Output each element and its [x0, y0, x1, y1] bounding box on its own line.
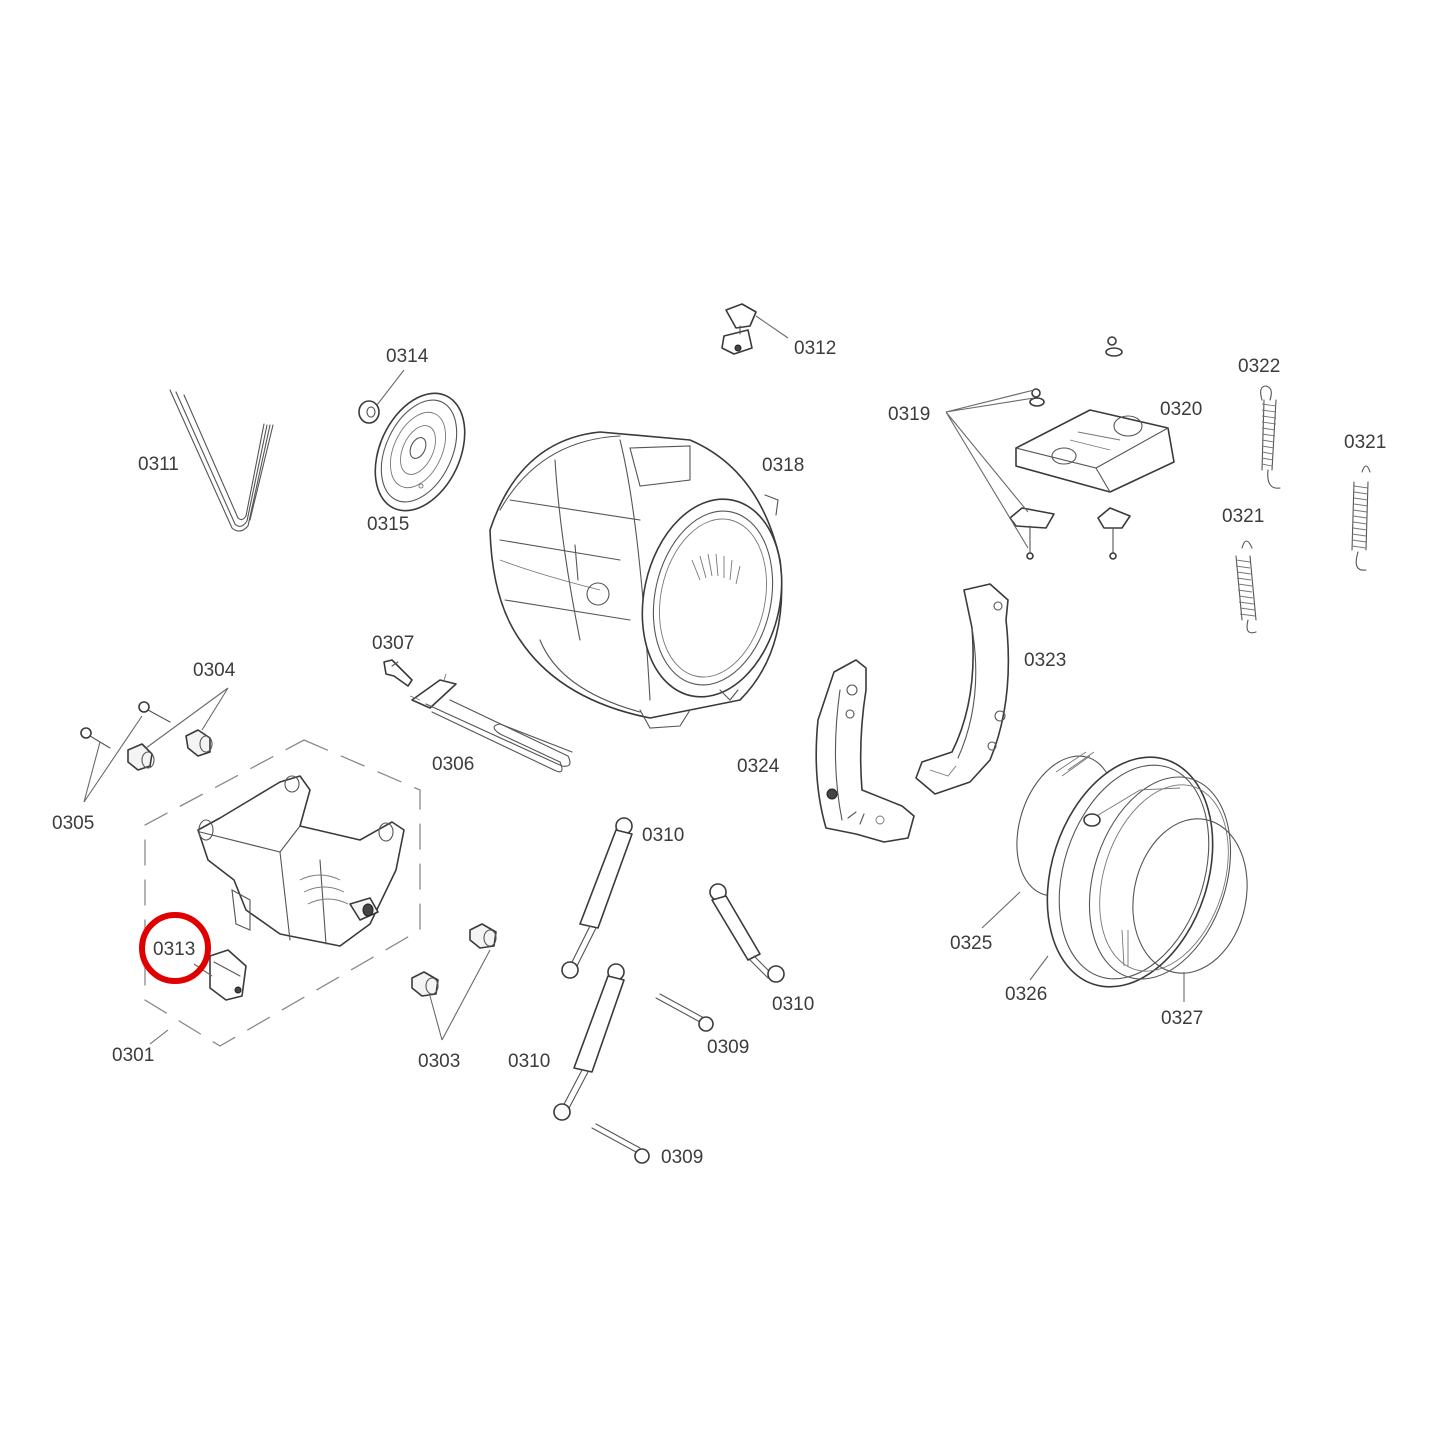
part-label-0319: 0319	[888, 404, 930, 425]
part-label-0318: 0318	[762, 455, 804, 476]
sensor-icon	[383, 659, 413, 687]
highlight-circle	[139, 912, 211, 984]
spring-icon	[1351, 465, 1371, 571]
spring-icon	[1260, 385, 1281, 489]
part-label-0320: 0320	[1160, 399, 1202, 420]
bushing-icon	[411, 923, 497, 997]
motor-assembly-boundary	[144, 739, 421, 1047]
bracket-left-icon	[815, 659, 915, 843]
screw-set-icon	[1009, 336, 1131, 560]
part-label-0324: 0324	[737, 756, 780, 777]
bolt-icon	[655, 993, 714, 1032]
part-label-0311: 0311	[138, 454, 179, 475]
part-label-0321-a: 0321	[1344, 432, 1386, 453]
part-label-0310-a: 0310	[642, 825, 684, 846]
pulley-icon	[374, 392, 466, 512]
part-label-0310-b: 0310	[772, 994, 814, 1015]
part-label-0314: 0314	[386, 346, 429, 367]
part-label-0309-b: 0309	[661, 1147, 703, 1168]
part-label-0309-a: 0309	[707, 1037, 749, 1058]
part-label-0312: 0312	[794, 338, 836, 359]
clip-icon	[721, 303, 757, 355]
heating-element-icon	[409, 673, 573, 773]
nut-icon	[358, 400, 380, 424]
part-label-0315: 0315	[367, 514, 409, 535]
part-label-0323: 0323	[1024, 650, 1066, 671]
part-label-0325: 0325	[950, 933, 992, 954]
shock-absorber-icon	[553, 963, 625, 1121]
bolt-icon	[591, 1123, 650, 1164]
spring-icon	[1235, 540, 1257, 634]
part-label-0313[interactable]: 0313	[153, 939, 195, 960]
counterweight-icon	[1015, 409, 1175, 493]
part-label-0327: 0327	[1161, 1008, 1203, 1029]
part-label-0310-c: 0310	[508, 1051, 550, 1072]
part-label-0307: 0307	[372, 633, 414, 654]
shock-absorber-icon	[561, 817, 633, 979]
part-label-0304: 0304	[193, 660, 236, 681]
connector-icon[interactable]	[209, 949, 247, 1001]
tub-icon	[489, 431, 783, 729]
part-label-0321-b: 0321	[1222, 506, 1264, 527]
drive-belt-icon	[169, 389, 274, 532]
part-label-0301: 0301	[112, 1045, 154, 1066]
part-label-0305: 0305	[52, 813, 94, 834]
motor-icon	[197, 775, 405, 947]
bushing-icon	[127, 729, 213, 771]
shock-absorber-icon	[709, 883, 785, 983]
part-label-0326: 0326	[1005, 984, 1047, 1005]
part-label-0306: 0306	[432, 754, 474, 775]
part-label-0303: 0303	[418, 1051, 460, 1072]
part-label-0322: 0322	[1238, 356, 1280, 377]
door-seal-icon	[1016, 751, 1248, 988]
bracket-right-icon	[915, 583, 1010, 795]
